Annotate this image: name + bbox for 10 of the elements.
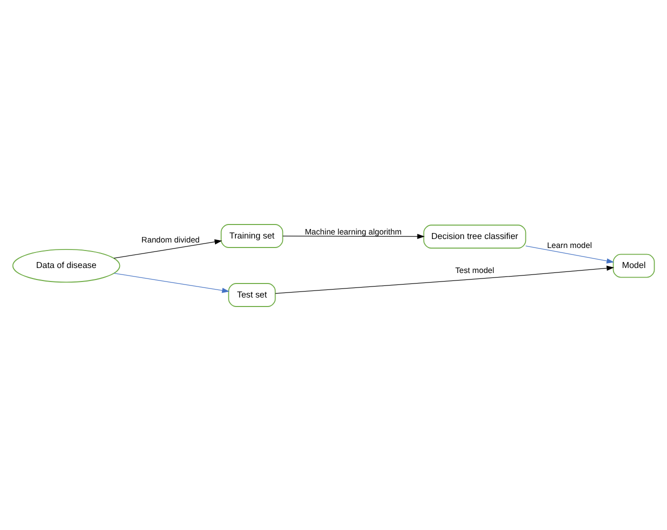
node-box: Test set <box>228 282 276 306</box>
node-box: Decision tree classifier <box>423 224 526 248</box>
arrow <box>525 245 614 263</box>
node-ellipse: Data of disease <box>12 248 120 282</box>
node-box: Training set <box>220 224 284 248</box>
node-box: Model <box>612 253 655 278</box>
arrow <box>114 272 230 292</box>
arrow <box>275 265 614 294</box>
arrow <box>114 238 222 258</box>
arrow <box>282 233 425 239</box>
